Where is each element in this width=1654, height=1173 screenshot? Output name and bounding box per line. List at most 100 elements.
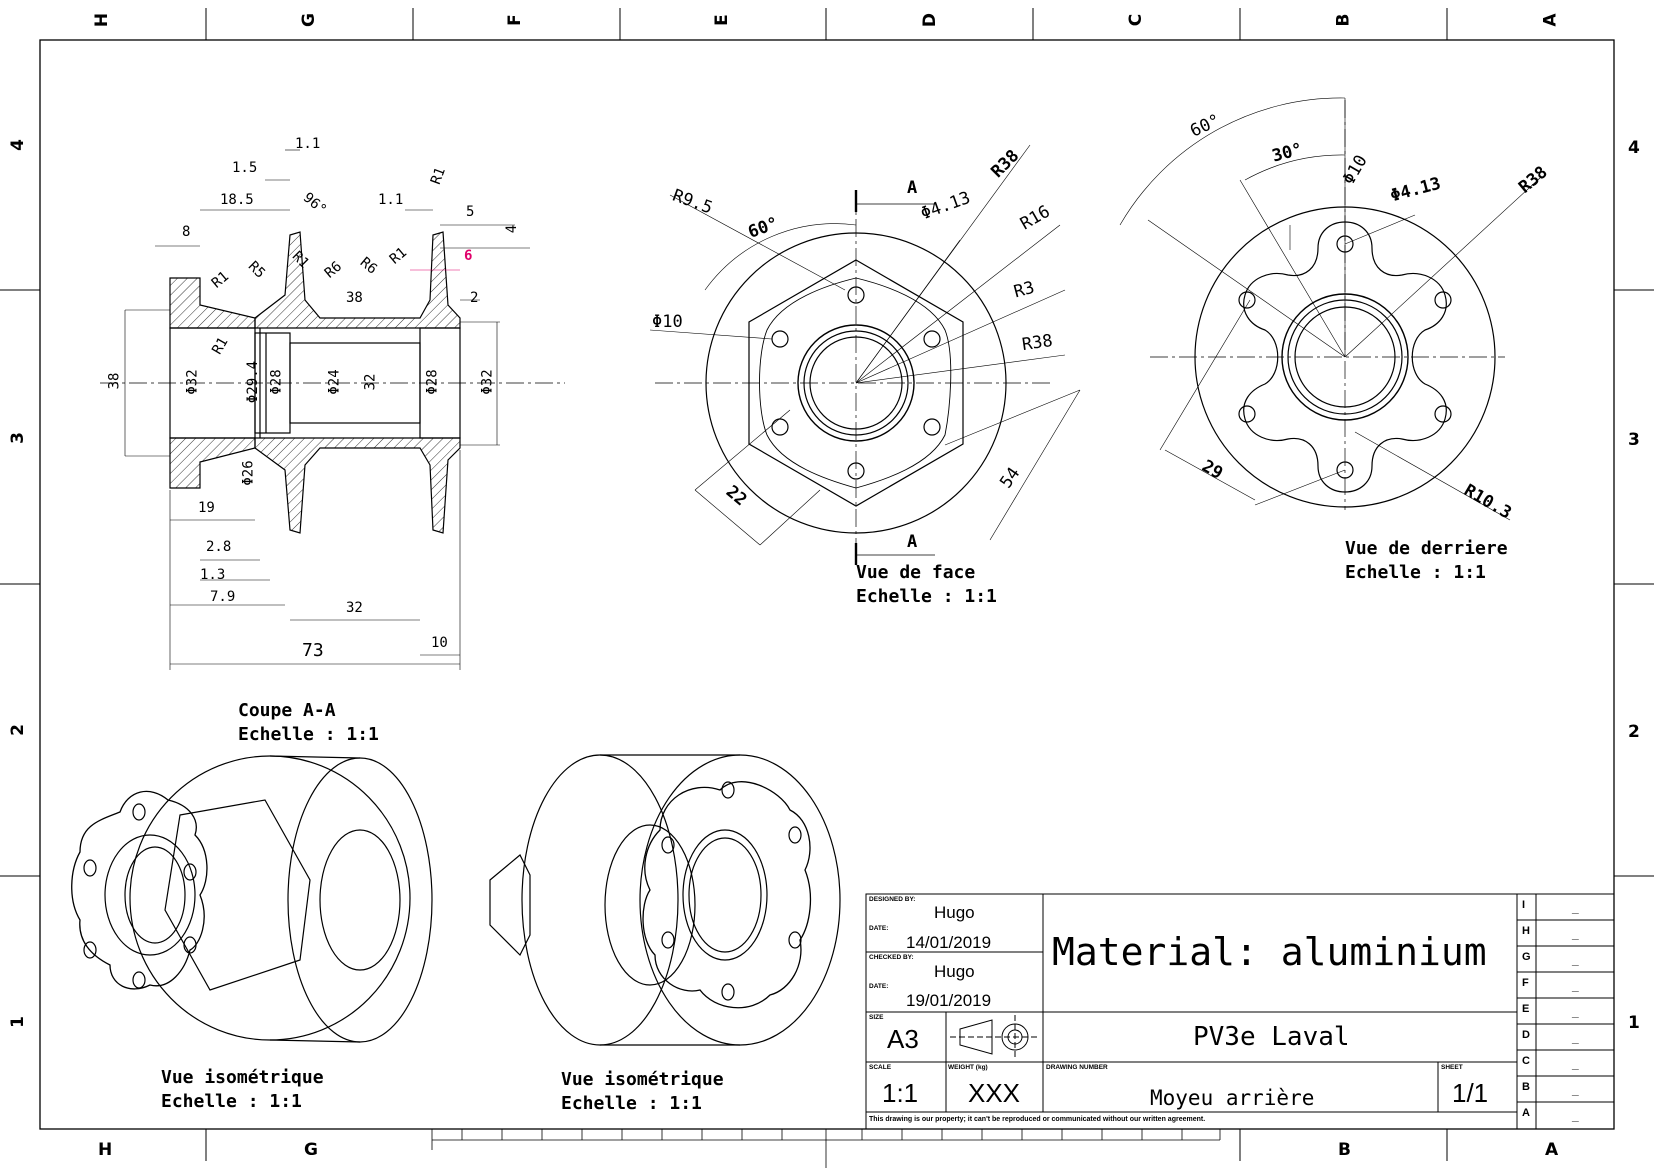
date2-label: DATE: <box>869 983 889 990</box>
dim-label: 2 <box>470 290 479 306</box>
iso-view-2-scale: Echelle : 1:1 <box>561 1093 702 1114</box>
dim-label-highlight: 6 <box>464 248 473 264</box>
drawing-number-label: DRAWING NUMBER <box>1046 1064 1108 1071</box>
dim-label: 32 <box>362 373 379 391</box>
zone-col-H-bottom: H <box>98 1140 113 1160</box>
iso-view-1-title: Vue isométrique <box>161 1067 324 1088</box>
zone-col-C-top: C <box>1126 13 1147 27</box>
dim-label: Φ32 <box>479 369 496 395</box>
scale-label: SCALE <box>869 1064 892 1071</box>
section-hatch-top-left <box>169 277 256 329</box>
zone-col-A-bottom: A <box>1545 1140 1559 1160</box>
iso-view-2 <box>489 754 841 1046</box>
zone-col-H-top: H <box>92 12 113 28</box>
revision-value: _ <box>1572 979 1579 993</box>
zone-row-4-left: 4 <box>7 139 28 151</box>
revision-letter: I <box>1522 899 1526 911</box>
revision-value: _ <box>1572 901 1579 915</box>
zone-row-2-right: 2 <box>1628 722 1640 742</box>
dim-label: 7.9 <box>210 589 236 605</box>
dim-label: Φ26 <box>240 460 257 486</box>
zone-col-D-top: D <box>920 12 941 28</box>
zone-col-B-bottom: B <box>1338 1140 1351 1160</box>
section-view <box>100 231 565 534</box>
front-view-caption: Vue de face Echelle : 1:1 <box>856 561 997 609</box>
checked-by-label: CHECKED BY: <box>869 954 914 961</box>
revision-value: _ <box>1572 1057 1579 1071</box>
iso-view-1-caption: Vue isométrique Echelle : 1:1 <box>161 1066 324 1114</box>
revision-letter: D <box>1522 1029 1530 1041</box>
section-marker-top: A <box>907 178 918 198</box>
zone-row-3-right: 3 <box>1628 430 1640 450</box>
revision-value: _ <box>1572 1031 1579 1045</box>
project-name: PV3e Laval <box>1193 1022 1350 1052</box>
dim-label: 32 <box>346 600 363 616</box>
date1-label: DATE: <box>869 925 889 932</box>
dim-label: 1.1 <box>295 136 321 152</box>
zone-row-1-right: 1 <box>1628 1013 1640 1033</box>
dim-label: 19 <box>198 500 215 516</box>
revision-letter: E <box>1522 1003 1530 1015</box>
front-view-scale: Echelle : 1:1 <box>856 586 997 607</box>
zone-col-A-top: A <box>1540 13 1561 27</box>
size-value: A3 <box>887 1024 919 1054</box>
dim-label: 38 <box>346 290 363 306</box>
weight-label: WEIGHT (kg) <box>948 1064 988 1071</box>
section-marker-bottom: A <box>907 532 918 552</box>
projection-symbol-icon <box>950 1015 1040 1059</box>
drawing-number-value: Moyeu arrière <box>1150 1086 1315 1110</box>
material-title: Material: aluminium <box>1052 930 1487 974</box>
zone-col-B-top: B <box>1333 13 1354 27</box>
dim-label: 1.1 <box>378 192 404 208</box>
revision-value: _ <box>1572 1005 1579 1019</box>
zone-row-3-left: 3 <box>7 432 28 444</box>
revision-letter: H <box>1522 925 1530 937</box>
sheet-label: SHEET <box>1441 1064 1463 1071</box>
revision-letter: A <box>1522 1107 1530 1119</box>
zone-row-1-left: 1 <box>7 1016 28 1028</box>
zone-col-G-top: G <box>298 13 319 27</box>
dim-label: Φ10 <box>652 312 683 332</box>
zone-col-G-bottom: G <box>304 1140 318 1160</box>
revision-letter: F <box>1522 977 1529 989</box>
front-dimension-lines <box>649 144 1081 546</box>
revision-value: _ <box>1572 927 1579 941</box>
zone-col-F-top: F <box>504 14 525 26</box>
disclaimer-text: This drawing is our property; it can't b… <box>869 1116 1206 1123</box>
sheet-border <box>0 8 1654 1168</box>
revision-value: _ <box>1572 1083 1579 1097</box>
iso-view-1 <box>71 755 433 1043</box>
dim-label: Φ32 <box>184 369 201 395</box>
section-view-title: Coupe A-A <box>238 700 336 721</box>
front-view-title: Vue de face <box>856 562 976 583</box>
section-hatch-top-web <box>254 231 461 329</box>
size-label: SIZE <box>869 1014 884 1021</box>
iso-view-1-scale: Echelle : 1:1 <box>161 1091 302 1112</box>
designed-by-label: DESIGNED BY: <box>869 896 916 903</box>
designed-by-value: Hugo <box>934 903 975 922</box>
dim-label: 73 <box>302 640 324 661</box>
dim-label: R38 <box>1020 330 1054 356</box>
date1-value: 14/01/2019 <box>906 933 992 952</box>
revision-letter: C <box>1522 1055 1530 1067</box>
scale-value: 1:1 <box>882 1078 919 1108</box>
revision-value: _ <box>1572 1109 1579 1123</box>
iso-view-2-title: Vue isométrique <box>561 1069 724 1090</box>
dim-label: Φ28 <box>424 369 441 395</box>
dim-label: 38 <box>106 372 123 390</box>
rear-dimension-lines <box>1119 97 1541 521</box>
rear-view-scale: Echelle : 1:1 <box>1345 562 1486 583</box>
section-hatch-bottom-web <box>254 437 461 534</box>
revision-value: _ <box>1572 953 1579 967</box>
rear-view-title: Vue de derriere <box>1345 538 1508 559</box>
zone-row-2-left: 2 <box>7 724 28 736</box>
checked-by-value: Hugo <box>934 962 975 981</box>
section-dimension-lines <box>124 149 530 670</box>
rear-view <box>1150 100 1505 510</box>
zone-row-4-right: 4 <box>1628 138 1640 158</box>
iso-view-2-caption: Vue isométrique Echelle : 1:1 <box>561 1068 724 1116</box>
dim-label: 2.8 <box>206 539 232 555</box>
dim-label: 1.3 <box>200 567 226 583</box>
